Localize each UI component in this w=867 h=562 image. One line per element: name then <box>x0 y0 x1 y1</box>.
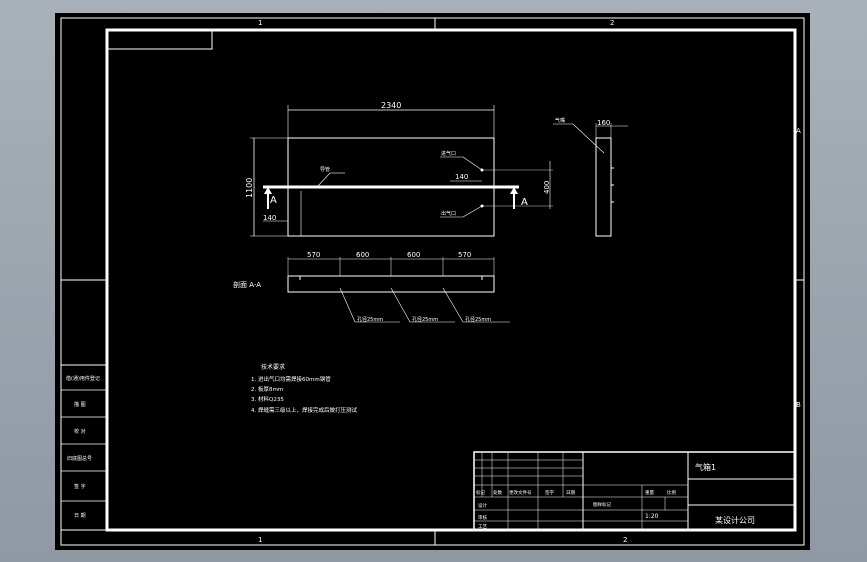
side-row-3: 校 对 <box>74 428 86 435</box>
dim-seg-2: 600 <box>356 251 369 259</box>
plan-view: 2340 1100 A A 140 <box>245 101 553 237</box>
note-3: 3. 材料Q235 <box>251 395 284 403</box>
label-side: 气嘴 <box>555 117 565 124</box>
side-table: 借(通)用件登记 描 图 校 对 旧底图总号 签 字 日 期 <box>60 364 108 531</box>
part-name: 气箱1 <box>695 462 716 472</box>
tb-label-scale: 比例 <box>667 489 676 496</box>
dim-seg-1: 570 <box>307 251 320 259</box>
tb-label-marking: 图样标记 <box>593 501 611 508</box>
technical-notes: 技术要求 1. 进出气口均需焊接60mm钢管 2. 板厚8mm 3. 材料Q23… <box>251 363 357 414</box>
tb-label-design: 设计 <box>478 502 487 509</box>
label-inlet: 进气口 <box>441 150 456 157</box>
dim-height: 1100 <box>245 178 254 198</box>
dim-side-width: 160 <box>597 119 610 127</box>
section-marker-left: A <box>270 195 277 206</box>
tb-label-process: 工艺 <box>478 524 487 530</box>
label-hole-3: 孔径25mm <box>465 316 491 323</box>
section-title: 剖面 A-A <box>233 280 261 289</box>
side-row-4: 旧底图总号 <box>67 455 92 462</box>
side-row-6: 日 期 <box>74 513 86 519</box>
note-2: 2. 板厚8mm <box>251 385 283 393</box>
zone-label-top-1: 1 <box>258 19 262 27</box>
side-view: 160 气嘴 <box>553 117 628 237</box>
corner-box <box>106 29 213 50</box>
label-pipe: 导管 <box>320 166 330 173</box>
label-hole-2: 孔径25mm <box>412 316 438 323</box>
tb-label-date: 日期 <box>566 490 575 496</box>
note-4: 4. 焊缝需三级以上，焊接完成后做打压测试 <box>251 406 357 414</box>
dim-seg-4: 570 <box>458 251 471 259</box>
side-row-5: 签 字 <box>74 483 86 490</box>
note-1: 1. 进出气口均需焊接60mm钢管 <box>251 375 331 383</box>
section-marker-right: A <box>521 197 528 208</box>
inner-border <box>105 28 797 532</box>
title-block: 气箱1 某设计公司 标记 处数 更改文件号 <box>473 451 796 531</box>
side-row-1: 借(通)用件登记 <box>66 375 100 382</box>
zone-label-bottom-1: 1 <box>258 536 262 544</box>
tb-label-mark: 标记 <box>476 489 485 496</box>
technical-drawing: 1 2 1 2 A B 2340 1100 <box>60 17 805 546</box>
dim-width: 2340 <box>381 101 401 110</box>
zone-label-right-b: B <box>796 401 801 409</box>
notes-title: 技术要求 <box>261 363 285 371</box>
zone-label-top-2: 2 <box>610 19 614 27</box>
label-hole-1: 孔径25mm <box>357 316 383 323</box>
drawing-sheet: 1 2 1 2 A B 2340 1100 <box>55 13 810 550</box>
zone-label-bottom-2: 2 <box>623 536 627 544</box>
tb-label-doc: 更改文件号 <box>509 489 532 496</box>
dim-offset-top: 140 <box>455 173 468 181</box>
zone-label-right-a: A <box>796 127 801 135</box>
tb-label-review: 审核 <box>478 514 487 521</box>
label-outlet: 出气口 <box>441 210 456 217</box>
dim-offset-left: 140 <box>263 214 276 222</box>
tb-label-weight: 重量 <box>645 489 654 496</box>
section-view: 剖面 A-A 570 600 600 570 孔径25mm <box>233 251 510 323</box>
dim-spacing: 400 <box>543 181 551 194</box>
company-name: 某设计公司 <box>715 515 755 525</box>
tb-label-sign: 签字 <box>545 489 554 496</box>
tb-label-count: 处数 <box>493 489 502 496</box>
tb-scale-value: 1:20 <box>645 513 659 520</box>
outer-frame <box>60 17 805 546</box>
side-row-2: 描 图 <box>74 401 86 408</box>
dim-seg-3: 600 <box>407 251 420 259</box>
